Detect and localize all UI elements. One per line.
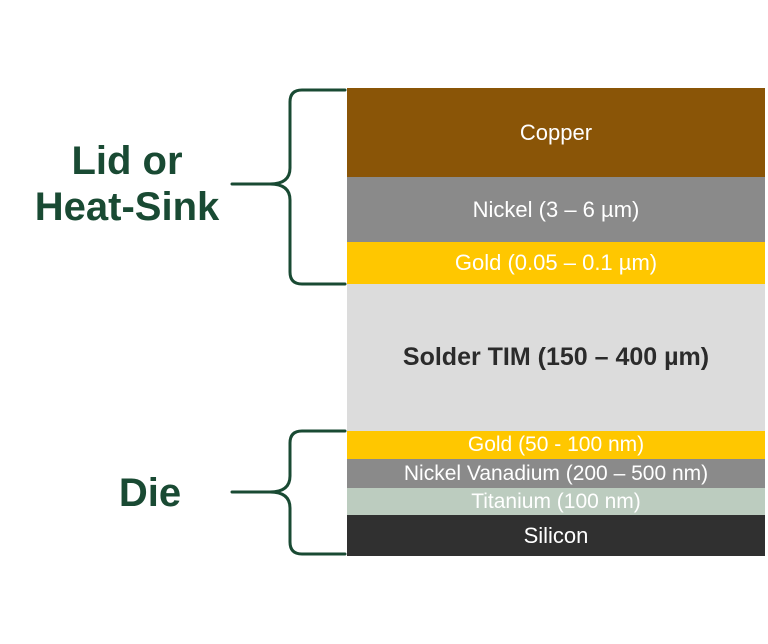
layer-gold-lid-label: Gold (0.05 – 0.1 µm) <box>454 250 658 275</box>
lid-heat-sink-label: Lid or Heat-Sink <box>8 138 246 230</box>
lid-label-line1: Lid or <box>71 139 183 183</box>
layer-copper-label: Copper <box>519 119 593 145</box>
layer-titanium-label: Titanium (100 nm) <box>471 489 641 513</box>
layer-nickel-vanadium-label: Nickel Vanadium (200 – 500 nm) <box>403 461 709 485</box>
layer-nickel: Nickel (3 – 6 µm) <box>347 177 765 242</box>
layer-nickel-vanadium: Nickel Vanadium (200 – 500 nm) <box>347 459 765 488</box>
layer-nickel-label: Nickel (3 – 6 µm) <box>472 196 640 222</box>
lid-brace <box>230 88 347 286</box>
die-label: Die <box>118 471 182 515</box>
lid-label-line2: Heat-Sink <box>34 185 220 229</box>
die-brace <box>230 429 347 556</box>
layer-titanium: Titanium (100 nm) <box>347 488 765 515</box>
layer-solder-tim-label: Solder TIM (150 – 400 µm) <box>402 343 710 371</box>
layer-gold-lid: Gold (0.05 – 0.1 µm) <box>347 242 765 284</box>
layer-silicon: Silicon <box>347 515 765 556</box>
layer-gold-die: Gold (50 - 100 nm) <box>347 431 765 459</box>
layer-silicon-label: Silicon <box>523 522 589 548</box>
layer-copper: Copper <box>347 88 765 177</box>
layer-gold-die-label: Gold (50 - 100 nm) <box>467 433 645 456</box>
layer-solder-tim: Solder TIM (150 – 400 µm) <box>347 284 765 431</box>
